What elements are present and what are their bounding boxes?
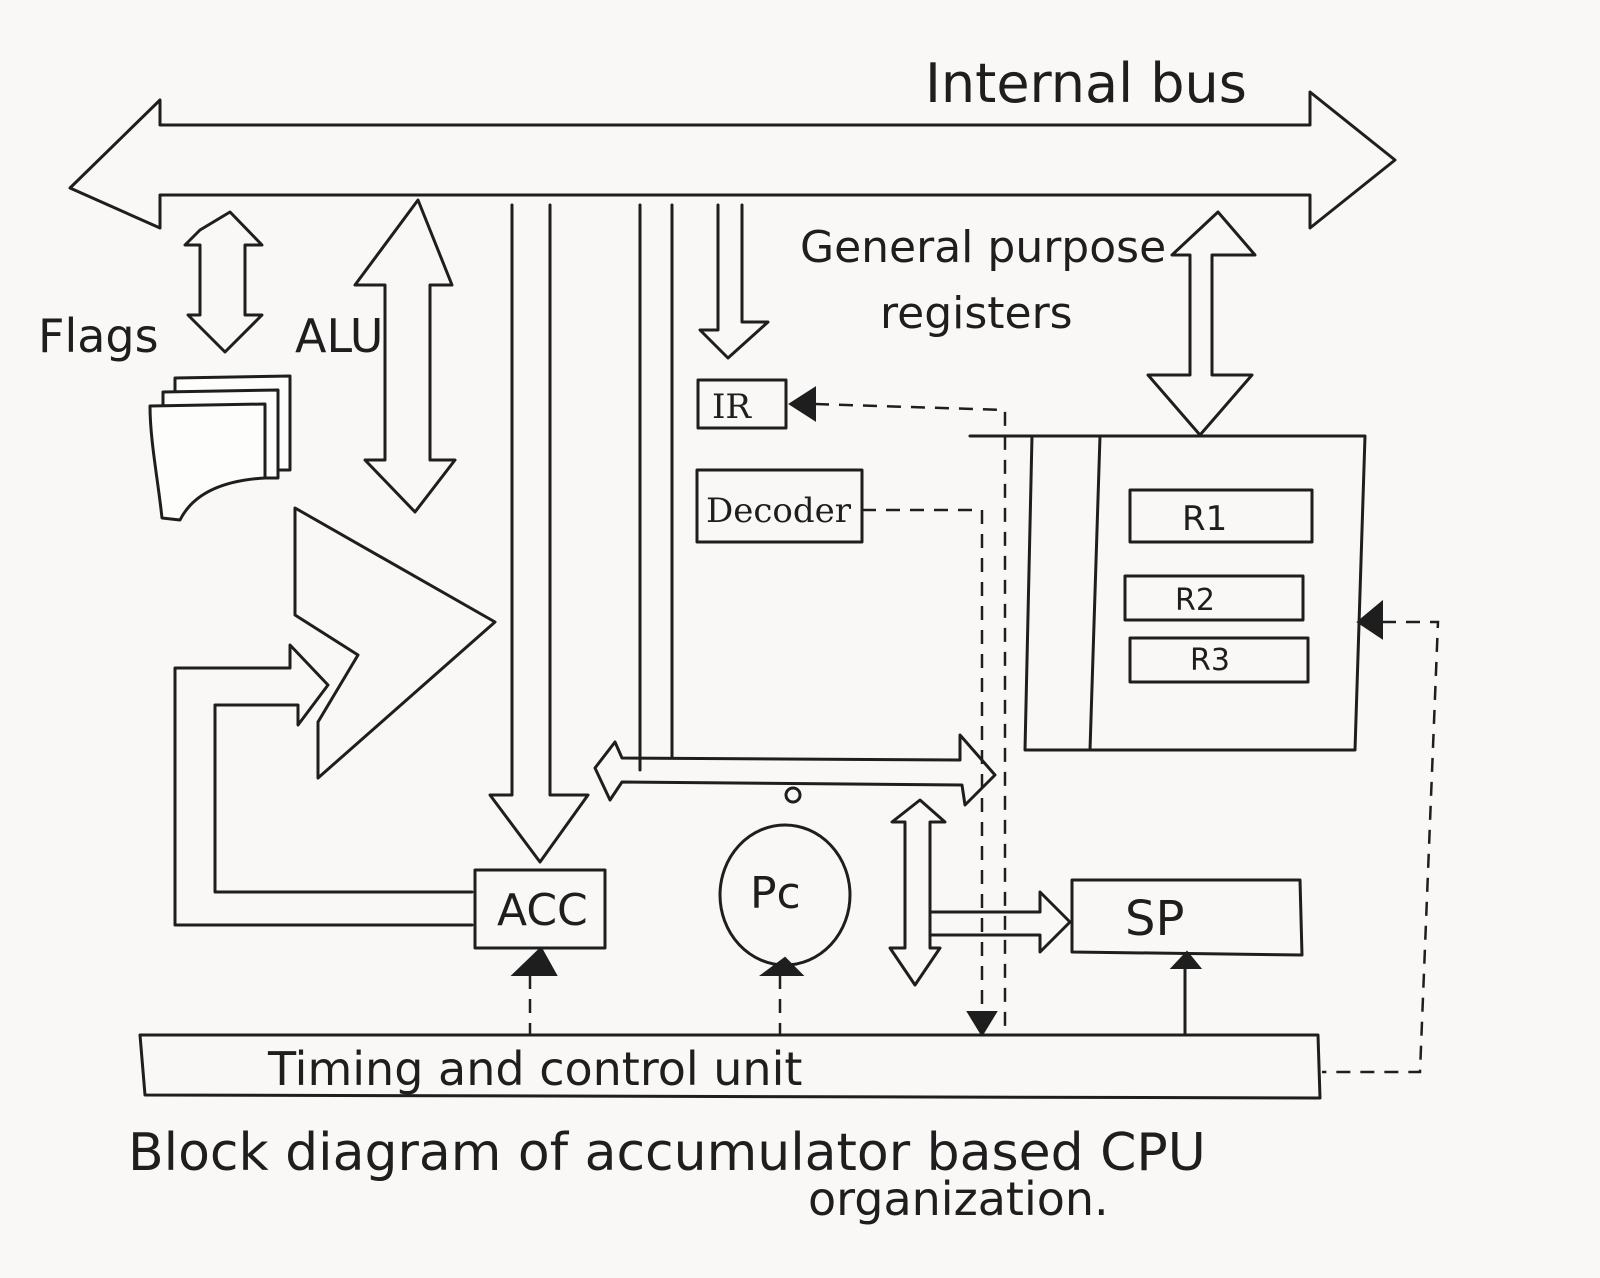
bus-to-ir-arrow [698,203,770,360]
alu-triangle [293,506,497,780]
gpr-label-line1: General purpose [800,222,1166,273]
caption-line1: Block diagram of accumulator based CPU [128,1123,1206,1183]
register-r1: R1 [1128,488,1314,544]
acc-label: ACC [497,885,588,936]
r3-label: R3 [1190,643,1230,678]
register-r2: R2 [1123,574,1305,622]
inner-bus-arrow [593,733,997,807]
flags-bus-arrow [183,210,264,354]
r1-label: R1 [1182,499,1227,539]
sp-label: SP [1125,891,1184,947]
ir-label: IR [712,387,752,427]
inner-bus-node [784,786,802,804]
caption-line2: organization. [808,1172,1109,1226]
ir-control-line [814,402,1007,1035]
decoder-control-line [862,508,984,1010]
gpr-control-line [1322,620,1440,1074]
decoder-label: Decoder [706,491,852,531]
flags-label: Flags [38,309,159,363]
gpr-block [968,434,1367,752]
sp-control-arrowhead [1169,950,1203,969]
ir-box [696,378,788,430]
timing-control-box [138,1033,1322,1100]
alu-label: ALU [295,309,383,363]
gpr-label-line2: registers [880,288,1073,339]
pc-control-arrowhead [758,956,805,976]
bus-to-acc-arrow [488,203,590,864]
inner-bus-vertical-arrow [888,798,947,987]
bus-to-inner-bus-line [638,203,674,772]
acc-control-arrowhead [510,946,558,976]
decoder-box [695,468,864,544]
internal-bus-label: Internal bus [925,52,1247,115]
gpr-control-arrowhead [1356,599,1383,640]
acc-to-alu-loop [173,643,474,927]
timing-control-label: Timing and control unit [267,1042,802,1096]
ir-input-arrowhead [788,386,816,422]
pc-label: Pc [750,868,801,919]
sp-box [1070,878,1304,957]
flags-register-stack [148,374,292,522]
to-sp-arrow [928,890,1072,954]
internal-bus-arrow [68,90,1397,230]
r2-label: R2 [1175,583,1215,618]
register-r3: R3 [1128,636,1310,684]
alu-bus-arrow [353,198,457,514]
decoder-control-arrowhead [966,1011,998,1037]
